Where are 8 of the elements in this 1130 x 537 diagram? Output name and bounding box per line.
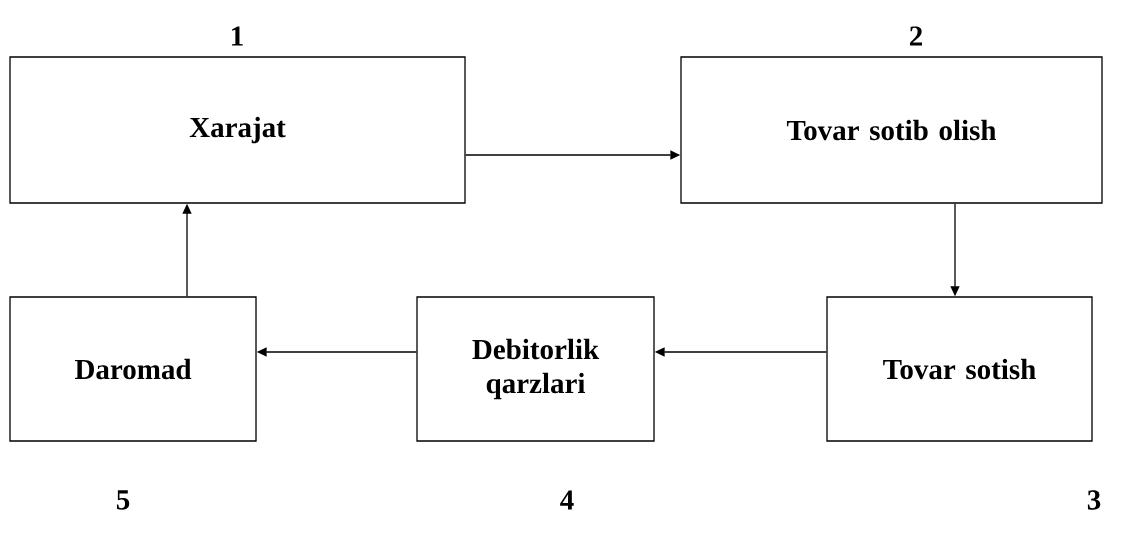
callout-number: 5 — [116, 490, 130, 510]
process-box: Daromad — [9, 296, 257, 442]
process-box: Tovar sotib olish — [680, 56, 1103, 204]
process-box: Tovar sotish — [826, 296, 1093, 442]
process-box: Xarajat — [9, 56, 466, 204]
process-box: Debitorlik qarzlari — [416, 296, 655, 442]
callout-number: 3 — [1087, 490, 1101, 510]
callout-number: 4 — [560, 490, 574, 510]
